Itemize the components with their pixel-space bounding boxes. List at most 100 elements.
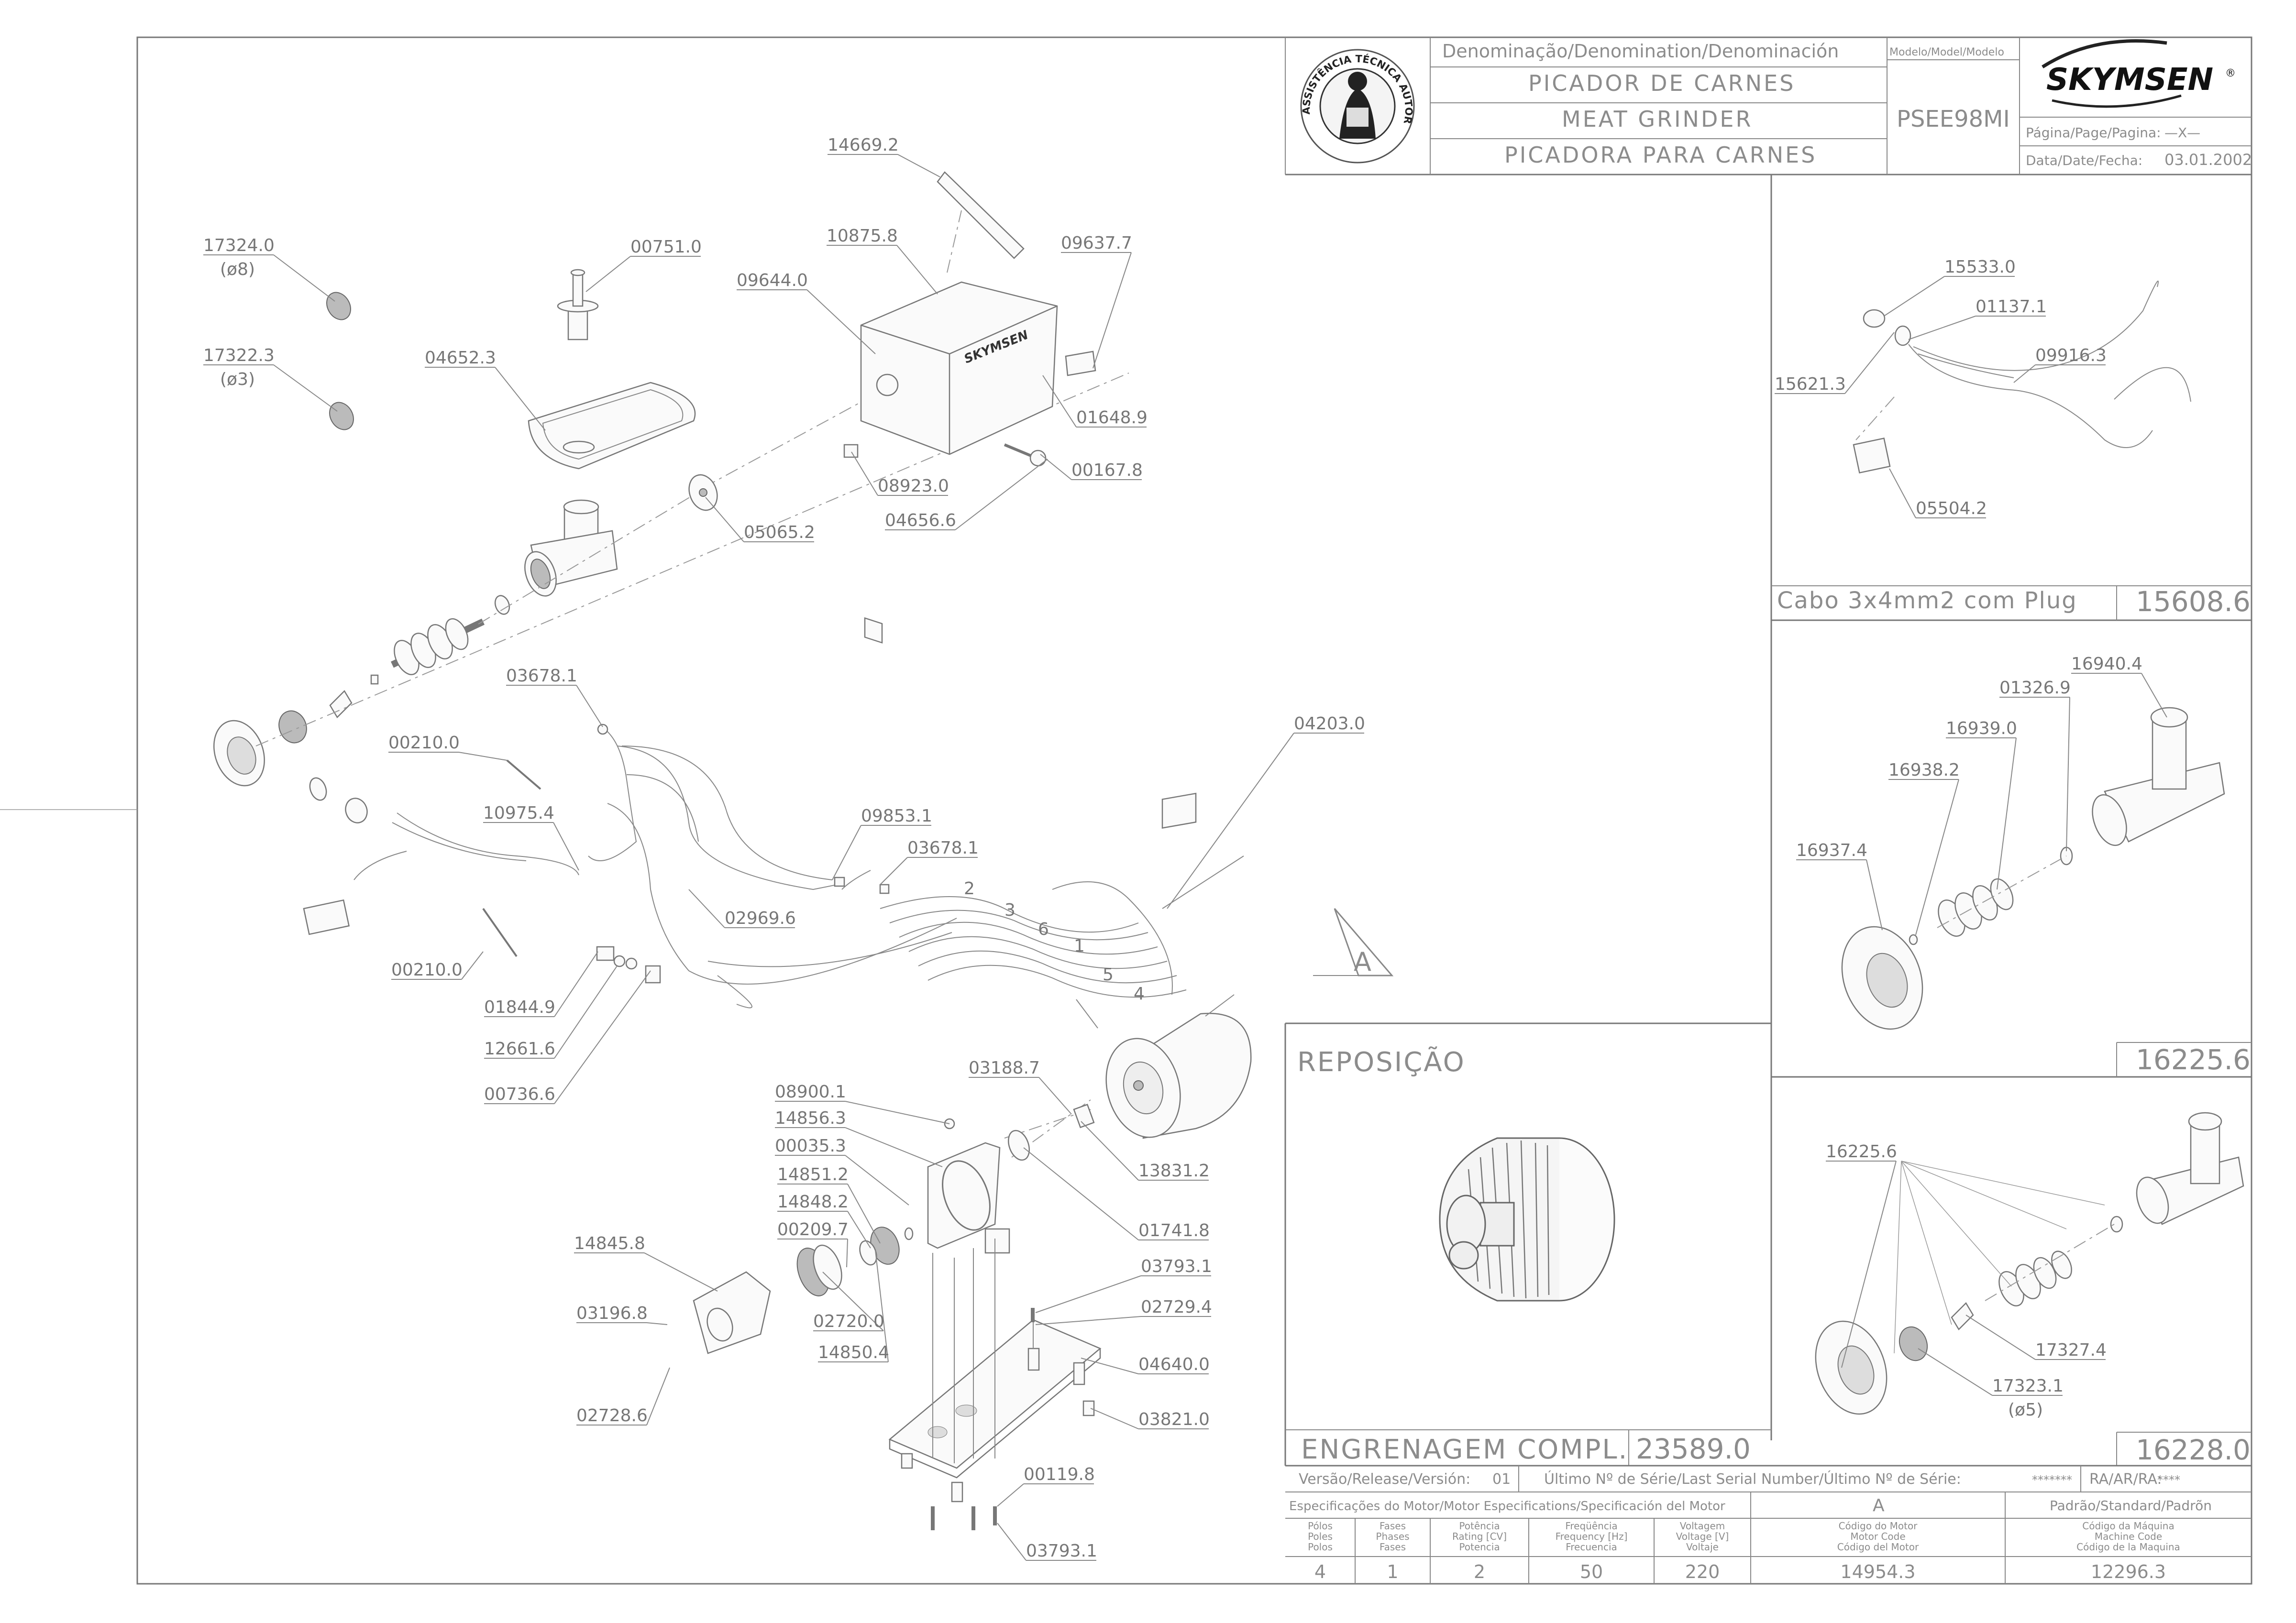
part-label-5: (ø5) <box>2008 1400 2043 1420</box>
leader-line <box>2013 364 2036 383</box>
leader-line <box>1841 1161 1897 1368</box>
part-label-096440: 09644.0 <box>737 271 808 290</box>
spec-col-header: Polos <box>1308 1541 1333 1553</box>
screen-plate-3mm <box>329 402 354 430</box>
part-labels: 17324.0(ø8)17322.3(ø3)00751.004652.31466… <box>203 135 2142 1561</box>
part-label-027286: 02728.6 <box>576 1406 648 1426</box>
leader-line <box>646 1322 668 1325</box>
replacement-panel <box>1284 1022 1771 1466</box>
grinding-plate <box>278 710 307 744</box>
part-label-148504: 14850.4 <box>818 1343 889 1362</box>
ra-label: RA/AR/RA: <box>2089 1471 2162 1488</box>
part-label-031968: 03196.8 <box>576 1304 648 1323</box>
part-label-002100: 00210.0 <box>391 960 463 980</box>
leader-line <box>1894 1161 1902 1354</box>
replacement-title: REPOSIÇÃO <box>1297 1047 1466 1078</box>
part-label-148563: 14856.3 <box>775 1108 846 1128</box>
part-label-046523: 04652.3 <box>425 348 496 368</box>
denomination-header: Denominação/Denomination/Denominación <box>1442 41 1839 62</box>
part-label-031887: 03188.7 <box>969 1058 1040 1078</box>
wire-number-5: 5 <box>1103 965 1114 985</box>
model-value: PSEE98MI <box>1897 106 2010 132</box>
terminal-label <box>303 899 350 935</box>
part-label-011371: 01137.1 <box>1976 297 2047 317</box>
spec-col-header: Potência <box>1459 1520 1500 1532</box>
leader-line <box>1889 468 1916 518</box>
std-letter: A <box>1873 1496 1885 1515</box>
leader-line <box>576 685 603 727</box>
leader-line <box>1965 1315 2036 1360</box>
part-label-042030: 04203.0 <box>1294 714 1365 734</box>
cover-handle <box>937 171 1025 259</box>
part-label-109754: 10975.4 <box>483 803 554 823</box>
leader-line <box>1918 1348 1993 1396</box>
part-label-148482: 14848.2 <box>777 1192 849 1212</box>
authorized-service-seal: ASSISTÊNCIA TÉCNICA AUTORIZADA <box>0 0 1415 164</box>
leader-line <box>997 1483 1024 1507</box>
part-label-098531: 09853.1 <box>861 806 932 826</box>
part-label-001678: 00167.8 <box>1071 461 1143 480</box>
cable-kit-label: Cabo 3x4mm2 com Plug <box>1777 587 2077 614</box>
part-label-027294: 02729.4 <box>1141 1297 1212 1317</box>
part-label-027200: 02720.0 <box>813 1312 884 1331</box>
leader-line <box>1901 1161 2105 1206</box>
motor-wires <box>880 881 1187 1029</box>
version-value: 01 <box>1492 1471 1511 1488</box>
part-label-162256: 16225.6 <box>1826 1142 1897 1162</box>
part-label-007366: 00736.6 <box>484 1085 555 1104</box>
leader-line <box>585 256 631 292</box>
part-label-169382: 16938.2 <box>1888 760 1960 780</box>
spec-col-value: 50 <box>1580 1561 1603 1582</box>
part-label-126616: 12661.6 <box>484 1039 555 1059</box>
kit2-code: 16228.0 <box>2136 1434 2251 1466</box>
spec-col-header: Frecuencia <box>1566 1541 1617 1553</box>
leader-line <box>554 951 598 1017</box>
leader-line <box>997 1523 1027 1561</box>
title-block <box>1285 37 2252 175</box>
leader-line <box>847 1211 871 1249</box>
grinder-body <box>524 499 618 597</box>
part-label-173240: 17324.0 <box>203 236 275 255</box>
leader-line <box>1908 316 1976 340</box>
page-value: —X— <box>2164 125 2200 141</box>
replacement-code: 23589.0 <box>1636 1433 1751 1465</box>
kit1-code: 16225.6 <box>2136 1043 2251 1076</box>
brand-logo: SKYMSEN ® <box>2042 39 2236 108</box>
leader-line <box>2141 673 2167 718</box>
machine-name-pt: PICADOR DE CARNES <box>1528 70 1795 96</box>
part-label-155330: 15533.0 <box>1944 257 2016 277</box>
svg-text:®: ® <box>2225 67 2236 79</box>
leader-line <box>847 1184 881 1244</box>
part-label-173231: 17323.1 <box>1992 1376 2064 1396</box>
leader-line <box>458 752 508 761</box>
spec-col-header: Phases <box>1376 1531 1409 1542</box>
leader-line <box>880 857 908 885</box>
spec-col-value: 12296.3 <box>2091 1561 2166 1582</box>
leader-line <box>1090 1408 1139 1429</box>
part-label-016489: 01648.9 <box>1076 408 1148 428</box>
spec-col-value: 1 <box>1387 1561 1398 1582</box>
spec-col-header: Voltage [V] <box>1676 1531 1729 1542</box>
part-label-029696: 02969.6 <box>725 909 796 928</box>
screen-plate-8mm <box>326 292 351 320</box>
leader-line <box>1901 1161 2067 1229</box>
leader-line <box>646 1367 670 1426</box>
wire-number-3: 3 <box>1004 900 1016 920</box>
part-label-018449: 01844.9 <box>484 998 555 1017</box>
std-header: Padrão/Standard/Padrõn <box>2050 1498 2212 1513</box>
kit1-parts <box>1841 707 2225 1030</box>
leader-line <box>1915 779 1959 935</box>
leader-line <box>1035 1275 1141 1313</box>
leader-line <box>495 367 546 431</box>
leader-line <box>1167 733 1294 909</box>
part-label-038210: 03821.0 <box>1138 1410 1210 1429</box>
leader-line <box>1035 1316 1141 1325</box>
exploded-view: SKYMSEN <box>213 171 2244 1530</box>
part-label-3: (ø3) <box>220 370 255 389</box>
leader-line <box>832 825 861 880</box>
leader-line <box>644 1252 718 1292</box>
spec-col-header: Machine Code <box>2095 1531 2162 1542</box>
spec-col-value: 2 <box>1474 1561 1485 1582</box>
spec-col-header: Código do Motor <box>1839 1520 1918 1532</box>
